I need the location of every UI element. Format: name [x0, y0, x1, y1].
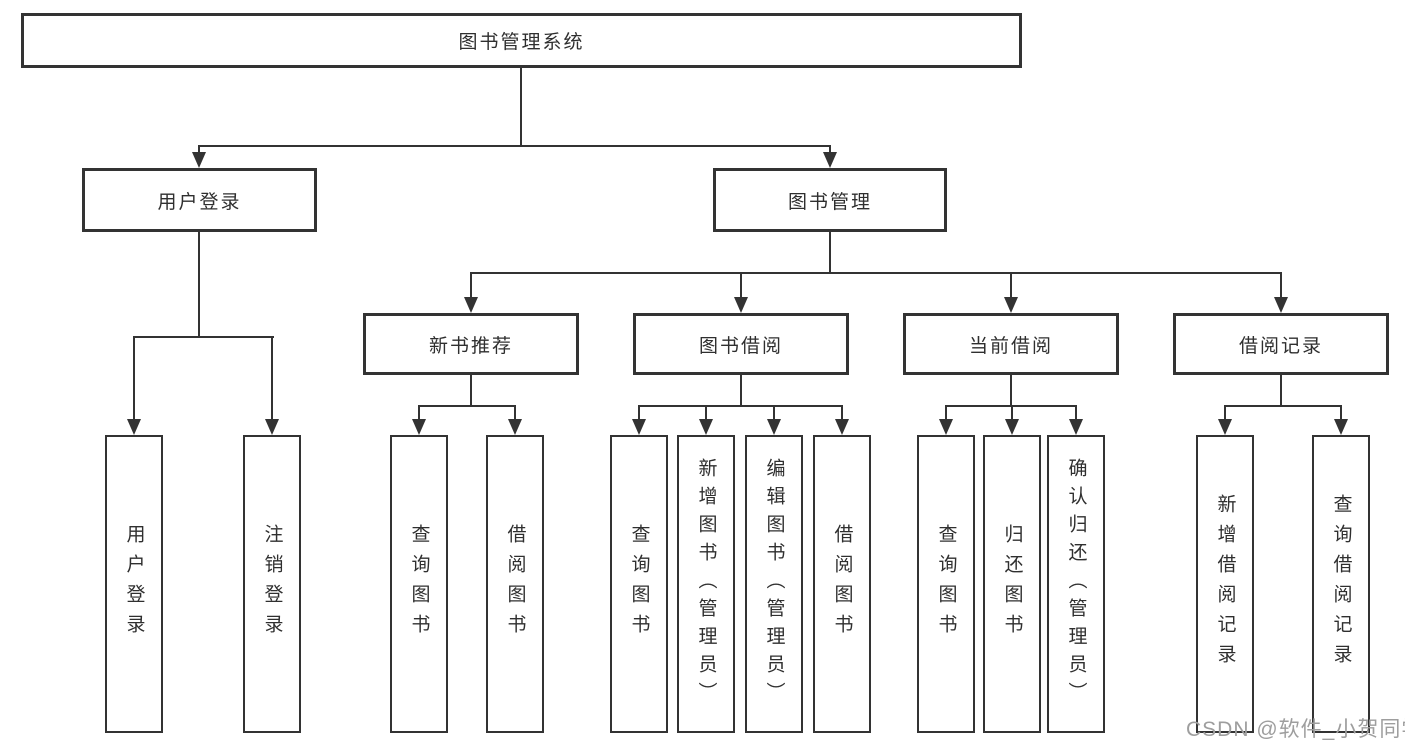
csdn-watermark: CSDN @软件_小贺同学 [1186, 718, 1405, 741]
connector-line [841, 405, 843, 421]
connector-line [638, 405, 640, 421]
leaf-user-login: 用户登录 [105, 435, 163, 733]
arrow-down-icon [508, 419, 522, 435]
leaf-add-borrow-record: 新增借阅记录 [1196, 435, 1254, 733]
connector-line [1224, 405, 1342, 407]
arrow-down-icon [1334, 419, 1348, 435]
node-book-management: 图书管理 [713, 168, 947, 232]
connector-line [470, 272, 472, 300]
connector-line [1340, 405, 1342, 421]
arrow-down-icon [1005, 419, 1019, 435]
connector-line [1280, 373, 1282, 405]
node-current-borrow: 当前借阅 [903, 313, 1119, 375]
connector-line [470, 272, 1282, 274]
connector-line [1280, 272, 1282, 300]
arrow-down-icon [823, 152, 837, 168]
connector-line [740, 272, 742, 300]
leaf-query-books-borrow: 查询图书 [610, 435, 668, 733]
leaf-borrow-books-recommend: 借阅图书 [486, 435, 544, 733]
connector-line [829, 230, 831, 272]
arrow-down-icon [412, 419, 426, 435]
node-new-book-recommend: 新书推荐 [363, 313, 579, 375]
node-borrow-records: 借阅记录 [1173, 313, 1389, 375]
arrow-down-icon [1069, 419, 1083, 435]
arrow-down-icon [464, 297, 478, 313]
connector-line [514, 405, 516, 421]
leaf-add-book-admin: 新增图书（管理员） [677, 435, 735, 733]
connector-line [773, 405, 775, 421]
connector-line [1224, 405, 1226, 421]
arrow-down-icon [734, 297, 748, 313]
connector-line [1075, 405, 1077, 421]
leaf-query-books-current: 查询图书 [917, 435, 975, 733]
connector-line [1011, 405, 1013, 421]
connector-line [418, 405, 516, 407]
arrow-down-icon [835, 419, 849, 435]
arrow-down-icon [767, 419, 781, 435]
connector-line [520, 66, 522, 146]
leaf-edit-book-admin: 编辑图书（管理员） [745, 435, 803, 733]
arrow-down-icon [699, 419, 713, 435]
connector-line [418, 405, 420, 421]
connector-line [198, 145, 200, 155]
connector-line [638, 405, 843, 407]
leaf-logout: 注销登录 [243, 435, 301, 733]
arrow-down-icon [1004, 297, 1018, 313]
connector-line [1010, 373, 1012, 405]
leaf-query-borrow-record: 查询借阅记录 [1312, 435, 1370, 733]
connector-line [470, 373, 472, 405]
connector-line [945, 405, 947, 421]
connector-line [198, 145, 831, 147]
arrow-down-icon [265, 419, 279, 435]
connector-line [198, 230, 200, 336]
connector-line [829, 145, 831, 155]
connector-line [271, 336, 273, 421]
connector-line [133, 336, 274, 338]
node-book-borrow: 图书借阅 [633, 313, 849, 375]
leaf-borrow-books: 借阅图书 [813, 435, 871, 733]
connector-line [133, 336, 135, 421]
leaf-return-book: 归还图书 [983, 435, 1041, 733]
arrow-down-icon [632, 419, 646, 435]
arrow-down-icon [192, 152, 206, 168]
arrow-down-icon [1274, 297, 1288, 313]
connector-line [740, 373, 742, 405]
arrow-down-icon [939, 419, 953, 435]
connector-line [1010, 272, 1012, 300]
arrow-down-icon [127, 419, 141, 435]
connector-line [705, 405, 707, 421]
leaf-confirm-return-admin: 确认归还（管理员） [1047, 435, 1105, 733]
arrow-down-icon [1218, 419, 1232, 435]
leaf-query-books-recommend: 查询图书 [390, 435, 448, 733]
node-root: 图书管理系统 [21, 13, 1022, 68]
node-user-login: 用户登录 [82, 168, 317, 232]
